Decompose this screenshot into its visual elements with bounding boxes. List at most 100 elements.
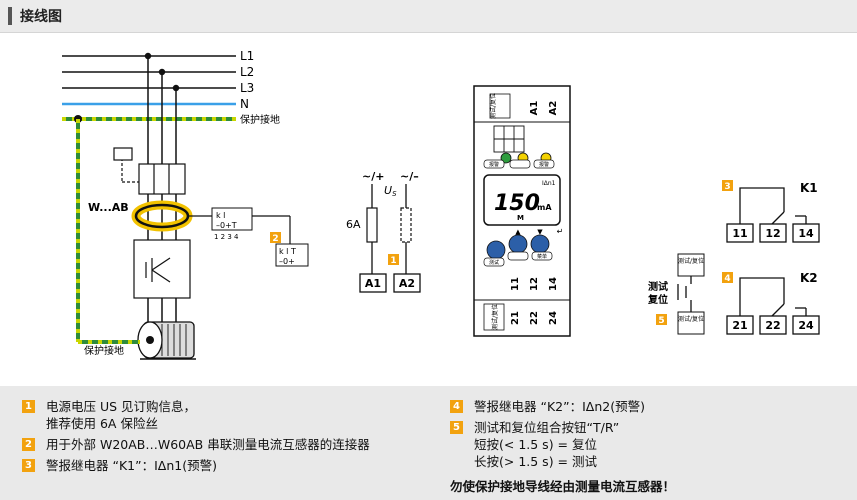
down-button[interactable] (530, 234, 550, 254)
device-top-label: 测试/复位 (489, 93, 497, 119)
section-title: 接线图 (20, 9, 62, 25)
pe-warning: 勿使保护接地导线经由测量电流互感器！ (450, 479, 676, 494)
device-top-a1: A1 (529, 101, 540, 116)
nav-label-right (531, 251, 553, 261)
tr-box-bottom: 测试/复位 (678, 315, 704, 323)
k2-term-22: 22 (765, 319, 780, 332)
terminal-a1-text: A1 (365, 277, 381, 290)
nav-label-mid (507, 251, 529, 261)
test-button[interactable] (486, 240, 506, 260)
badge-1-text: 1 (390, 256, 396, 266)
legend-num: 4 (450, 400, 463, 413)
led-label-right-text: 报警 (539, 161, 549, 168)
device-row1-2: 14 (548, 277, 559, 291)
ct-connector-2: k l T –0+ (275, 243, 309, 267)
supply-plus: ~/+ (362, 170, 384, 183)
legend-text: 电源电压 US 见订购信息， (46, 399, 197, 414)
badge-4-text: 4 (724, 274, 730, 284)
phase-drops (144, 52, 180, 164)
nav-label-left (483, 257, 505, 267)
relay-k2: 4 K2 21 22 24 (722, 271, 820, 335)
nav-label-left-text: 测试 (489, 259, 499, 266)
ct-connector-mid: –0+T (216, 221, 237, 230)
legend-left: 1 电源电压 US 见订购信息， 推荐使用 6A 保险丝 2 用于外部 W20A… (22, 398, 422, 478)
legend-text: 短按(< 1.5 s) = 复位 (474, 437, 597, 452)
legend-text: 推荐使用 6A 保险丝 (46, 416, 158, 431)
fuse-label: 6A (346, 218, 361, 231)
k1-term-12: 12 (765, 227, 780, 240)
legend-num: 3 (22, 459, 35, 472)
label-l1: L1 (240, 49, 254, 63)
badge-3-text: 3 (724, 182, 730, 192)
lcd-unit: mA (537, 203, 552, 212)
badge-2 (270, 232, 281, 243)
enter-icon: ↵ (557, 227, 564, 236)
motor (137, 321, 196, 360)
frequency-converter (133, 239, 191, 299)
tr-label-1: 测试 (648, 280, 668, 293)
supply-minus: ~/– (400, 170, 419, 183)
badge-2-text: 2 (272, 234, 278, 244)
led-label-left (483, 159, 505, 169)
legend-num: 2 (22, 438, 35, 451)
led-label-mid (509, 159, 531, 169)
device-row2-1: 22 (529, 311, 540, 325)
lcd-delta: IΔn1 (542, 180, 556, 187)
k1-label: K1 (800, 181, 818, 195)
fuse-dashed (400, 207, 412, 243)
device-row1-0: 11 (510, 277, 521, 291)
k2-term-24: 24 (798, 319, 814, 332)
legend-text: 警报继电器 “K2”：IΔn2(预警) (474, 399, 645, 414)
motor-pe-label: 保护接地 (84, 344, 124, 357)
supply-lines (62, 55, 236, 121)
legend-item-3: 3 警报继电器 “K1”：IΔn1(预警) (22, 457, 422, 474)
ct-connector-top: k l (216, 211, 225, 220)
fuse (366, 207, 378, 243)
device-top-a2: A2 (548, 101, 559, 116)
device-row1-1: 12 (529, 277, 540, 291)
relay-k1: 3 K1 11 12 14 (722, 180, 820, 243)
label-l2: L2 (240, 65, 254, 79)
nav-label-right-text: 菜单 (537, 253, 547, 260)
terminal-a2 (393, 273, 421, 293)
circuit-breaker (113, 147, 186, 195)
badge-1 (388, 254, 399, 265)
k1-term-14: 14 (798, 227, 814, 240)
k2-term-21: 21 (732, 319, 747, 332)
legend-item-2: 2 用于外部 W20AB…W60AB 串联测量电流互感器的连接器 (22, 436, 422, 453)
legend-item-4: 4 警报继电器 “K2”：IΔn2(预警) (450, 398, 850, 415)
label-pe: 保护接地 (240, 113, 280, 126)
legend-num: 5 (450, 421, 463, 434)
legend-item-1: 1 电源电压 US 见订购信息， 推荐使用 6A 保险丝 (22, 398, 422, 432)
lcd-display (483, 174, 561, 226)
k2-label: K2 (800, 271, 818, 285)
legend-item-5: 5 测试和复位组合按钮“T/R” 短按(< 1.5 s) = 复位 长按(> 1… (450, 419, 850, 470)
k1-term-11: 11 (732, 227, 747, 240)
test-reset-button: 测试/复位 测试 复位 5 测试/复位 (647, 253, 705, 335)
legend-right: 4 警报继电器 “K2”：IΔn2(预警) 5 测试和复位组合按钮“T/R” 短… (450, 398, 850, 495)
ct-connector2-top: k l T (279, 247, 296, 256)
up-arrow-icon: ▲ (515, 228, 521, 236)
led-label-right (533, 159, 555, 169)
legend-text: 长按(> 1.5 s) = 测试 (474, 454, 597, 469)
device-bottom-label: 测试/复位 (491, 304, 499, 330)
section-header: 接线图 (0, 0, 857, 33)
monitoring-device: 测试/复位 A1 A2 报警 报警 IΔn1 150 mA M ▲ ▼ ↵ (473, 85, 571, 337)
legend-text: 用于外部 W20AB…W60AB 串联测量电流互感器的连接器 (46, 437, 370, 452)
legend-panel: 1 电源电压 US 见订购信息， 推荐使用 6A 保险丝 2 用于外部 W20A… (0, 386, 857, 500)
tr-box-top: 测试/复位 (678, 257, 704, 265)
ct-connector2-mid: –0+ (279, 257, 295, 266)
lcd-m: M (517, 214, 524, 222)
device-row2-0: 21 (510, 311, 521, 325)
tr-label-2: 复位 (647, 293, 668, 306)
badge-5-text: 5 (658, 316, 664, 326)
label-l3: L3 (240, 81, 254, 95)
up-button[interactable] (508, 234, 528, 254)
terminal-a2-text: A2 (399, 277, 415, 290)
ct-connector-pins: 1 2 3 4 (214, 233, 239, 241)
ct-connector: k l –0+T 1 2 3 4 (211, 207, 253, 241)
lcd-value: 150 (494, 191, 540, 216)
down-arrow-icon: ▼ (537, 228, 543, 236)
label-n: N (240, 97, 249, 111)
legend-text: 测试和复位组合按钮“T/R” (474, 420, 620, 435)
